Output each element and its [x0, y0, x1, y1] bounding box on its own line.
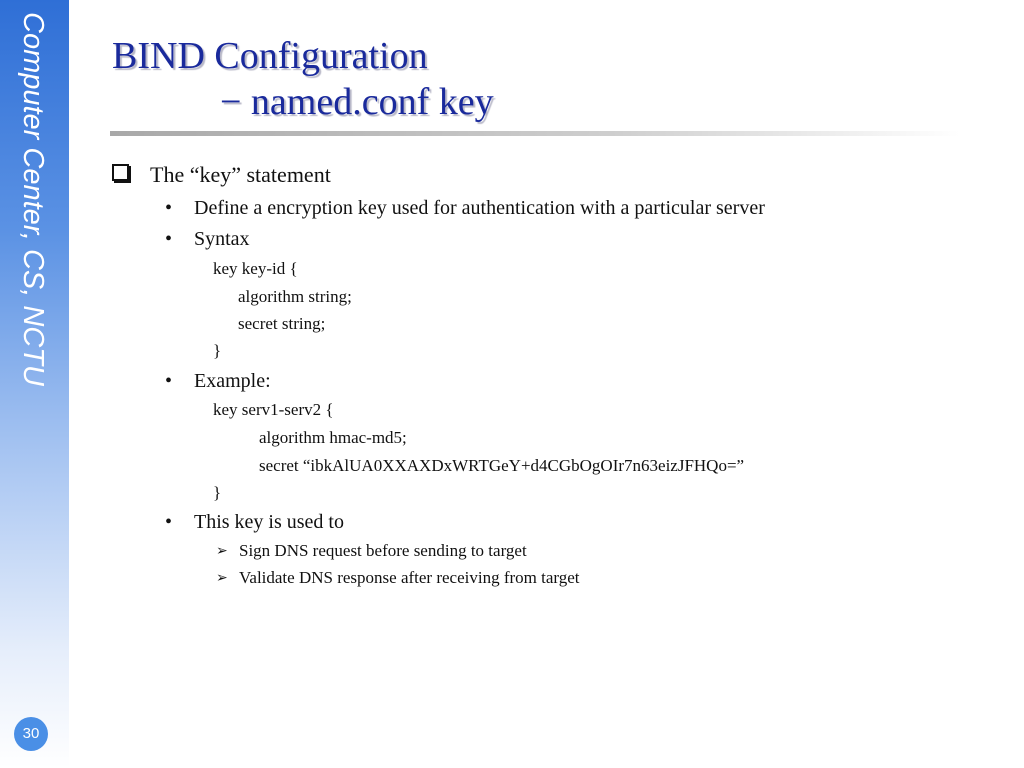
syntax-line: secret string;	[238, 314, 326, 333]
main-bullet-text: The “key” statement	[150, 162, 331, 187]
bullet-dot-icon: •	[165, 511, 173, 533]
list-item-example: Example:	[194, 370, 271, 392]
square-bullet-icon	[112, 164, 129, 181]
example-line: secret “ibkAlUA0XXAXDxWRTGeY+d4CGbOgOIr7…	[259, 456, 745, 475]
example-line: key serv1-serv2 {	[213, 400, 334, 419]
arrow-bullet-icon: ➢	[216, 544, 228, 559]
arrow-bullet-icon: ➢	[216, 571, 228, 586]
example-line: }	[213, 483, 222, 502]
sidebar-band: Computer Center, CS, NCTU 30	[0, 0, 69, 768]
list-item-used: This key is used to	[194, 511, 344, 533]
list-item-syntax: Syntax	[194, 228, 250, 250]
sub-list-item: Validate DNS response after receiving fr…	[239, 568, 580, 587]
title-line-1: BIND Configuration	[112, 35, 428, 77]
bullet-dot-icon: •	[165, 228, 173, 250]
bullet-dot-icon: •	[165, 197, 173, 219]
title-line-2: − named.conf key	[220, 80, 494, 123]
title-divider	[110, 131, 960, 136]
page-number-badge: 30	[14, 717, 48, 751]
bullet-dot-icon: •	[165, 370, 173, 392]
syntax-line: }	[213, 341, 222, 360]
slide-title: BIND Configuration − named.conf key	[112, 34, 494, 125]
example-line: algorithm hmac-md5;	[259, 428, 407, 447]
sub-list-item: Sign DNS request before sending to targe…	[239, 541, 527, 560]
list-item-define: Define a encryption key used for authent…	[194, 197, 765, 219]
syntax-line: key key-id {	[213, 259, 298, 278]
syntax-line: algorithm string;	[238, 287, 352, 306]
sidebar-label: Computer Center, CS, NCTU	[17, 12, 49, 386]
